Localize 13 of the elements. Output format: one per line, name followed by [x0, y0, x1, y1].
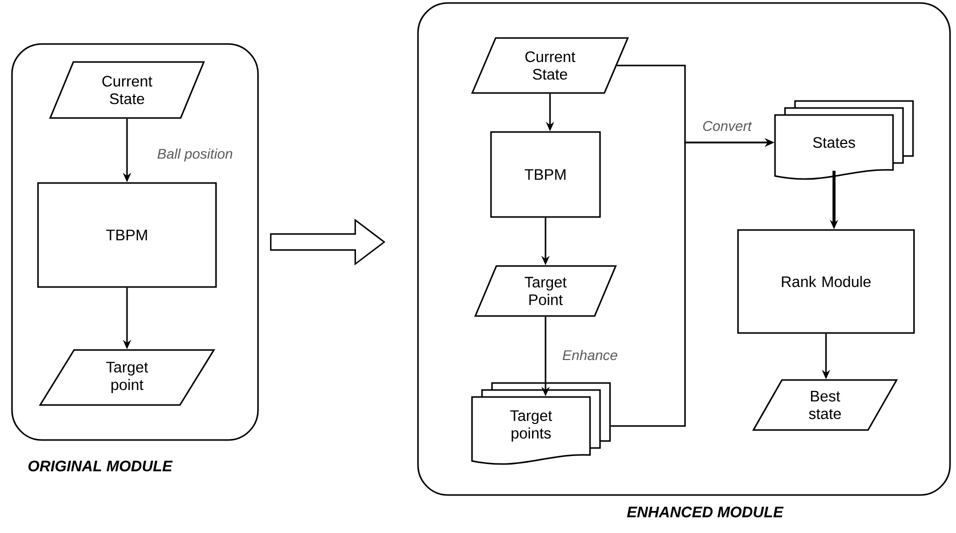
- process-box: Rank Module: [737, 229, 915, 334]
- edge-label: Enhance: [561, 348, 619, 362]
- data-parallelogram: Current State: [49, 61, 205, 119]
- node-label: ORIGINAL MODULE: [28, 460, 173, 472]
- block-arrow: [270, 218, 386, 266]
- edge-label: Ball position: [156, 147, 234, 163]
- edge-label: Convert: [701, 120, 753, 132]
- data-parallelogram: Current State: [471, 37, 629, 94]
- document-stack: States: [774, 100, 914, 180]
- node-label: ENHANCED MODULE: [627, 506, 784, 518]
- process-box: TBPM: [37, 182, 217, 288]
- document-stack: Target points: [471, 382, 611, 465]
- process-box: TBPM: [490, 131, 601, 218]
